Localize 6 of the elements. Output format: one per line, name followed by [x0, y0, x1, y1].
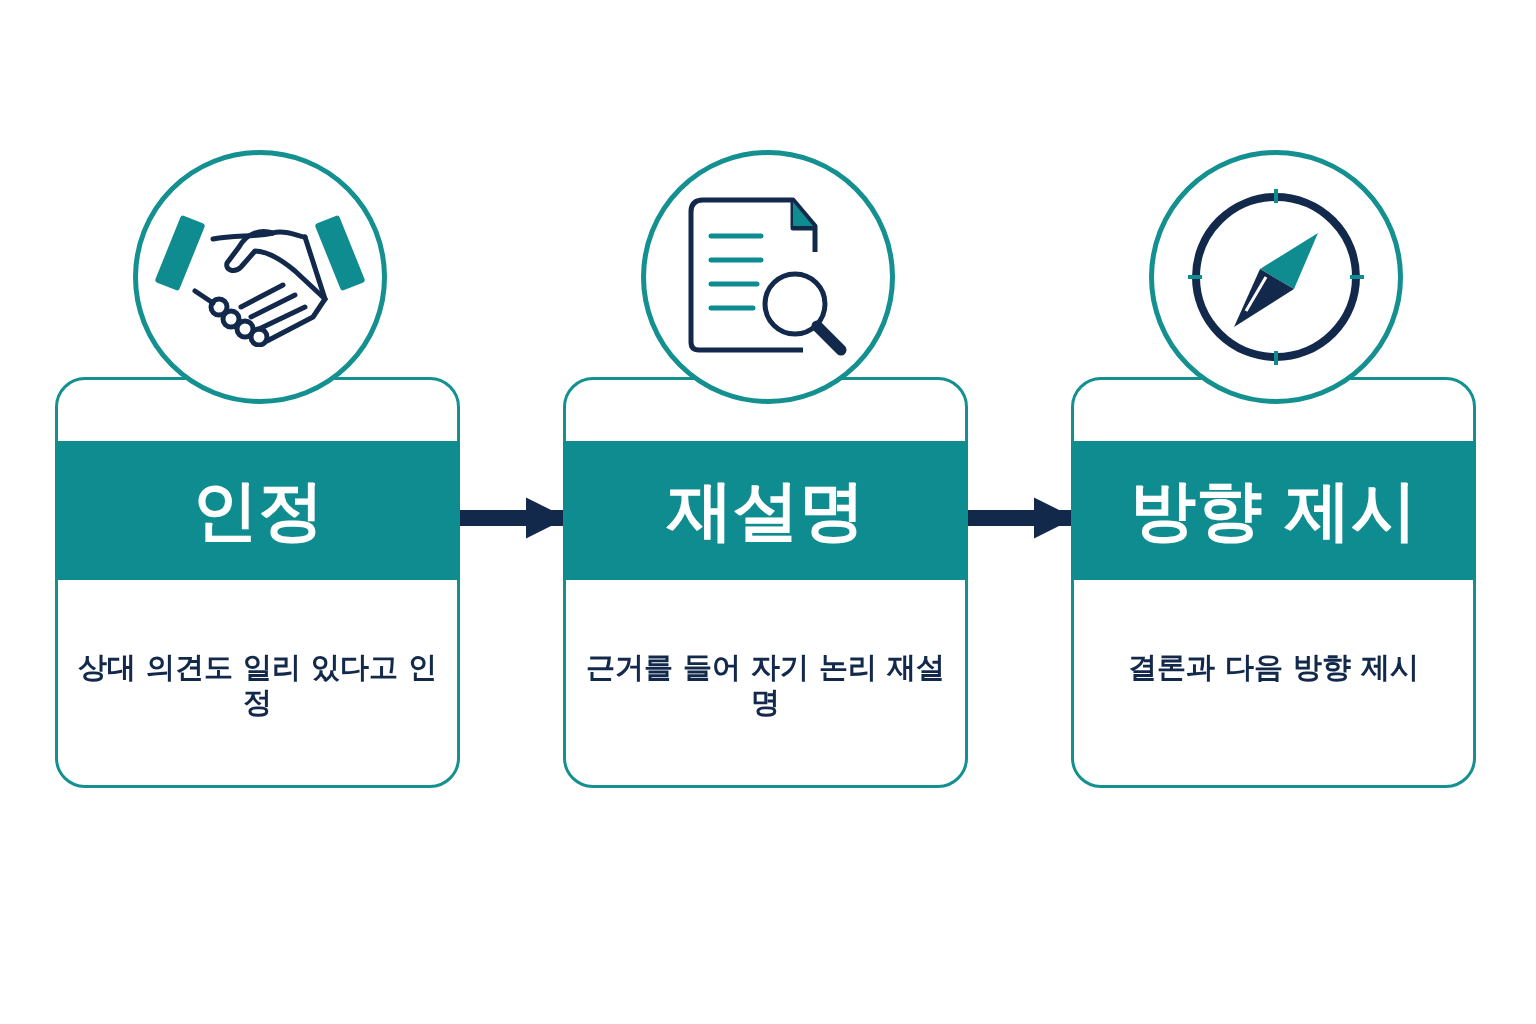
step-title: 인정	[55, 441, 460, 580]
step-description: 상대 의견도 일리 있다고 인정	[76, 650, 439, 720]
step-title: 재설명	[563, 441, 968, 580]
step-title: 방향 제시	[1071, 441, 1476, 580]
step-description: 근거를 들어 자기 논리 재설명	[584, 650, 947, 720]
step-description: 결론과 다음 방향 제시	[1126, 650, 1421, 685]
